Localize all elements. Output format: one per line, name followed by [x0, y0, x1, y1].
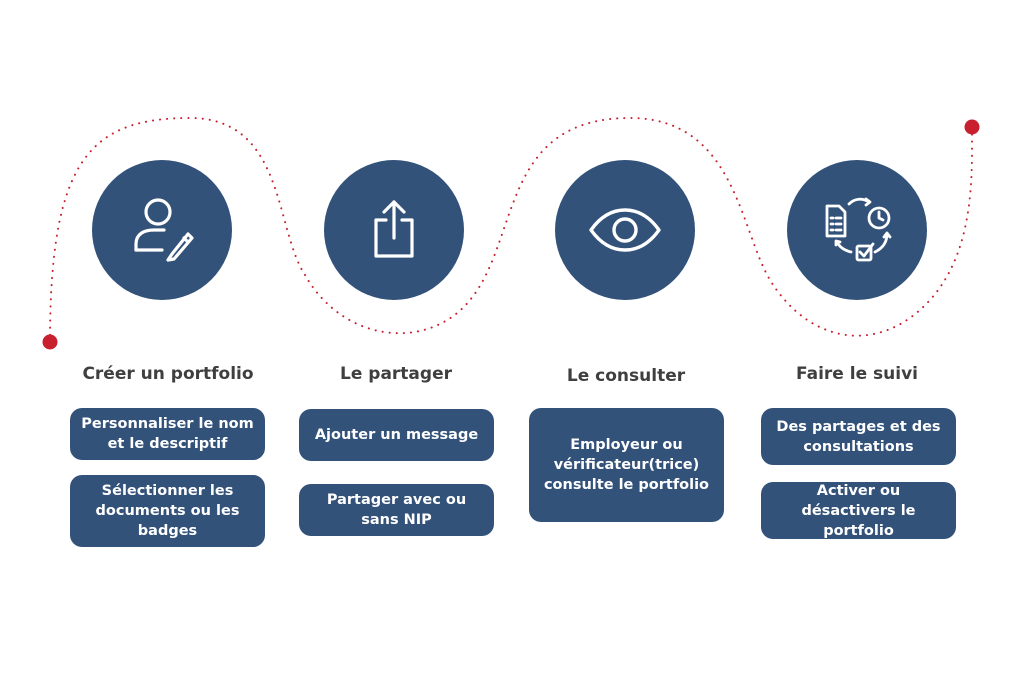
step-3-detail-1: Employeur ou vérificateur(trice) consult…	[529, 408, 724, 522]
step-3-title: Le consulter	[566, 366, 686, 386]
step-4-detail-1-text: Des partages et des consultations	[776, 418, 941, 455]
step-1-detail-1-text: Personnaliser le nom et le descriptif	[81, 416, 254, 452]
eye-icon	[589, 208, 661, 252]
step-1-detail-2-text: Sélectionner les documents ou les badges	[95, 483, 240, 539]
tracking-cycle-icon	[825, 197, 892, 262]
step-1-circle	[92, 160, 232, 300]
step-4-detail-1: Des partages et des consultations	[761, 408, 956, 465]
share-upload-icon	[374, 200, 414, 258]
step-3-circle	[555, 160, 695, 300]
step-1-title: Créer un portfolio	[82, 364, 254, 384]
step-4-detail-2-text: Activer ou désactivers le portfolio	[801, 482, 916, 539]
step-2-detail-2: Partager avec ou sans NIP	[299, 484, 494, 536]
step-2-detail-1: Ajouter un message	[299, 409, 494, 461]
step-2-title: Le partager	[340, 364, 452, 384]
path-start-dot	[42, 334, 58, 350]
step-2-circle	[324, 160, 464, 300]
step-2-detail-2-text: Partager avec ou sans NIP	[326, 492, 467, 528]
step-4-detail-2: Activer ou désactivers le portfolio	[761, 482, 956, 539]
user-edit-icon	[134, 198, 194, 262]
step-3-detail-1-text: Employeur ou vérificateur(trice) consult…	[543, 437, 710, 493]
step-4-title: Faire le suivi	[796, 364, 918, 384]
path-end-dot	[964, 119, 980, 135]
step-1-detail-2: Sélectionner les documents ou les badges	[70, 475, 265, 547]
step-4-circle	[787, 160, 927, 300]
step-2-detail-1-text: Ajouter un message	[314, 427, 479, 443]
step-1-detail-1: Personnaliser le nom et le descriptif	[70, 408, 265, 460]
